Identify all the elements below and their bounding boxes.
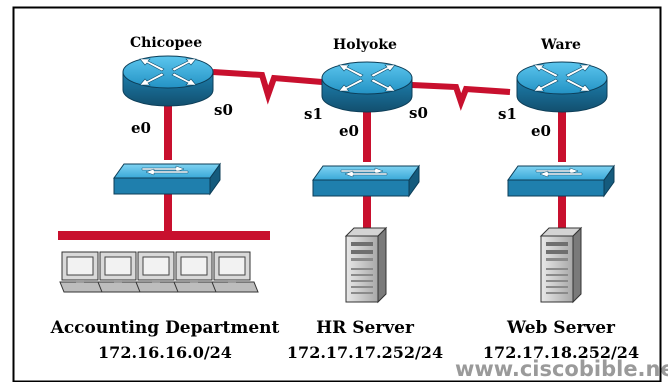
workstations-icon [59,251,259,293]
port-label-holyoke-e0: e0 [339,122,359,140]
watermark-text: www.ciscobible.net [455,357,668,381]
endpoint-name-web-server: Web Server [506,318,616,338]
serial-link-chicopee-holyoke [212,69,323,105]
port-label-ware-e0: e0 [531,122,551,140]
endpoint-address-web-server: 172.17.18.252/24 [482,343,640,362]
ethernet-link-ware [558,105,566,162]
router-name-holyoke: Holyoke [333,37,397,53]
endpoint-address-accounting: 172.16.16.0/24 [98,343,232,362]
endpoint-name-accounting: Accounting Department [50,318,280,338]
port-label-holyoke-s1: s1 [304,105,323,123]
lan-link-accounting [164,190,172,234]
port-label-chicopee-s0: s0 [214,101,233,119]
lan-link-hr-server [363,192,371,228]
port-label-holyoke-s0: s0 [409,104,428,122]
server-icon [345,227,387,303]
router-icon [321,61,413,113]
ethernet-link-chicopee [164,100,172,160]
serial-link-holyoke-ware [411,82,511,111]
router-icon [516,61,608,113]
lan-link-web-server [558,192,566,228]
switch-icon [113,163,221,195]
accounting-lan-bus [58,231,270,240]
endpoint-address-hr-server: 172.17.17.252/24 [286,343,444,362]
router-name-chicopee: Chicopee [130,35,203,51]
switch-icon [507,165,615,197]
switch-icon [312,165,420,197]
endpoint-name-hr-server: HR Server [316,318,414,338]
router-name-ware: Ware [541,37,581,53]
router-icon [122,55,214,107]
server-icon [540,227,582,303]
ethernet-link-holyoke [363,105,371,162]
port-label-ware-s1: s1 [498,105,517,123]
port-label-chicopee-e0: e0 [131,119,151,137]
